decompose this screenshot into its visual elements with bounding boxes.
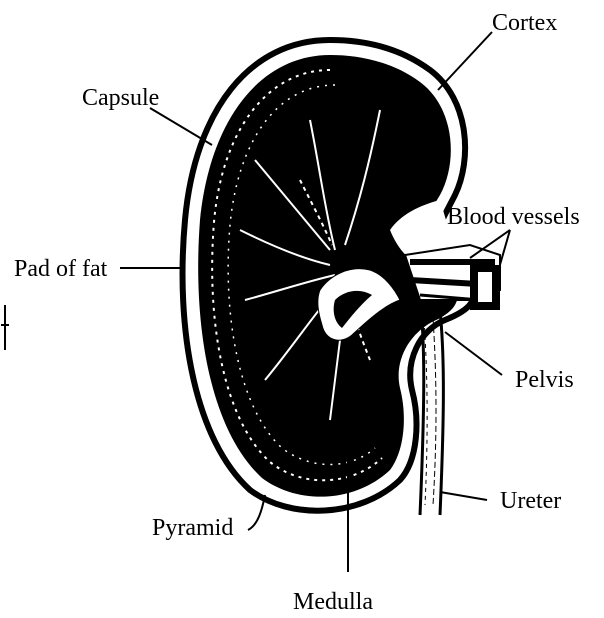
- label-cortex: Cortex: [492, 10, 557, 36]
- label-capsule: Capsule: [82, 85, 159, 111]
- ureter-leader: [440, 492, 487, 500]
- label-pelvis: Pelvis: [515, 367, 574, 393]
- cortex-leader: [438, 32, 492, 90]
- edge-mark: [1, 305, 9, 350]
- label-ureter: Ureter: [500, 488, 561, 514]
- label-blood-vessels: Blood vessels: [447, 204, 580, 230]
- label-pad-of-fat: Pad of fat: [14, 256, 108, 282]
- ureter-tube: [420, 300, 443, 515]
- label-pyramid: Pyramid: [152, 515, 233, 541]
- pelvis-leader: [445, 332, 502, 375]
- label-medulla: Medulla: [293, 589, 373, 615]
- capsule-leader: [150, 108, 212, 145]
